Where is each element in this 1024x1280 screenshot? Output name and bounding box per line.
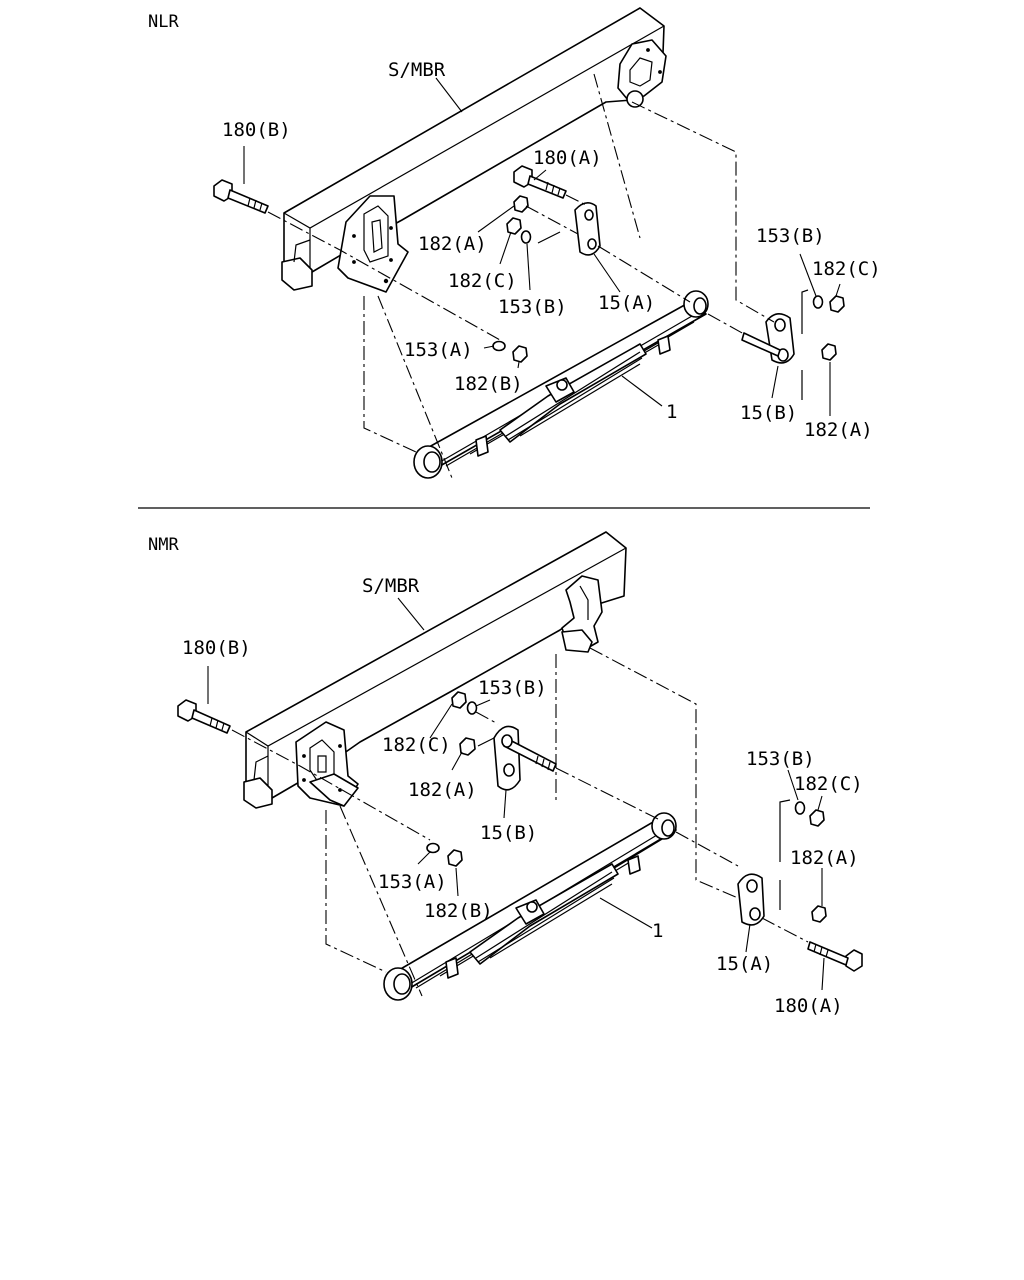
section-title-nlr: NLR (148, 12, 179, 32)
label-smbr-nmr: S/MBR (362, 575, 420, 597)
nut-182b-nmr (447, 849, 463, 867)
label-182c-nmr-lower: 182(C) (794, 773, 863, 795)
shackle-15a-nmr (737, 873, 765, 926)
label-182a-nmr-upper: 182(A) (408, 779, 477, 801)
label-182c-nlr-lower: 182(C) (812, 258, 881, 280)
washer-153b-nlr-lower (812, 295, 824, 309)
label-153b-nmr-lower: 153(B) (746, 748, 815, 770)
label-spring-nmr: 1 (652, 920, 663, 942)
side-member-nmr (243, 531, 627, 809)
washer-153a-nlr (492, 340, 506, 352)
leaf-spring-nmr (383, 812, 677, 1001)
nut-182a-nmr-lower (811, 905, 827, 923)
label-182a-nlr-upper: 182(A) (418, 233, 487, 255)
shackle-15b-nmr (493, 725, 557, 791)
nut-182c-nlr-lower (829, 295, 845, 313)
assembly-lines-nmr (231, 647, 809, 997)
nlr-section: NLR (148, 7, 881, 479)
label-182a-nmr-lower: 182(A) (790, 847, 859, 869)
nut-182b-nlr (512, 345, 528, 363)
nut-182c-nmr-upper (451, 691, 467, 709)
label-182b-nlr: 182(B) (454, 373, 523, 395)
washer-153a-nmr (426, 842, 440, 854)
washer-153b-nmr-upper (466, 701, 478, 715)
label-180a-nlr: 180(A) (533, 147, 602, 169)
label-182c-nlr-upper: 182(C) (448, 270, 517, 292)
label-15a-nmr: 15(A) (716, 953, 773, 975)
label-15a-nlr: 15(A) (598, 292, 655, 314)
nut-182a-nlr-upper (513, 195, 529, 213)
label-smbr-nlr: S/MBR (388, 59, 446, 81)
section-title-nmr: NMR (148, 535, 179, 555)
label-15b-nlr: 15(B) (740, 402, 797, 424)
label-180a-nmr: 180(A) (774, 995, 843, 1017)
label-spring-nlr: 1 (666, 401, 677, 423)
label-153a-nmr: 153(A) (378, 871, 447, 893)
leaders-nmr (207, 597, 825, 991)
label-153b-nlr-lower: 153(B) (756, 225, 825, 247)
shackle-15a-nlr (574, 202, 601, 256)
label-153b-nlr-upper: 153(B) (498, 296, 567, 318)
label-182c-nmr-upper: 182(C) (382, 734, 451, 756)
label-182b-nmr: 182(B) (424, 900, 493, 922)
nut-182a-nlr-lower (821, 343, 837, 361)
label-180b-nmr: 180(B) (182, 637, 251, 659)
label-182a-nlr-lower: 182(A) (804, 419, 873, 441)
label-153b-nmr-upper: 153(B) (478, 677, 547, 699)
side-member-nlr (281, 7, 667, 293)
nut-182c-nmr-lower (809, 809, 825, 827)
label-15b-nmr: 15(B) (480, 822, 537, 844)
washer-153b-nmr-lower (794, 801, 806, 815)
nut-182c-nlr-upper (506, 217, 522, 235)
washer-153b-nlr-upper (520, 230, 532, 244)
leaf-spring-nlr (413, 290, 709, 479)
bolt-180b-nmr (177, 699, 231, 734)
bolt-180b-nlr (213, 179, 269, 214)
assembly-lines-nlr (267, 73, 809, 479)
bolt-180a-nlr (513, 165, 567, 199)
label-180b-nlr: 180(B) (222, 119, 291, 141)
nmr-section: NMR (148, 531, 863, 1017)
shackle-15b-nlr (741, 313, 795, 364)
label-153a-nlr: 153(A) (404, 339, 473, 361)
bolt-180a-nmr (807, 941, 863, 972)
leaders-nlr (243, 77, 841, 416)
